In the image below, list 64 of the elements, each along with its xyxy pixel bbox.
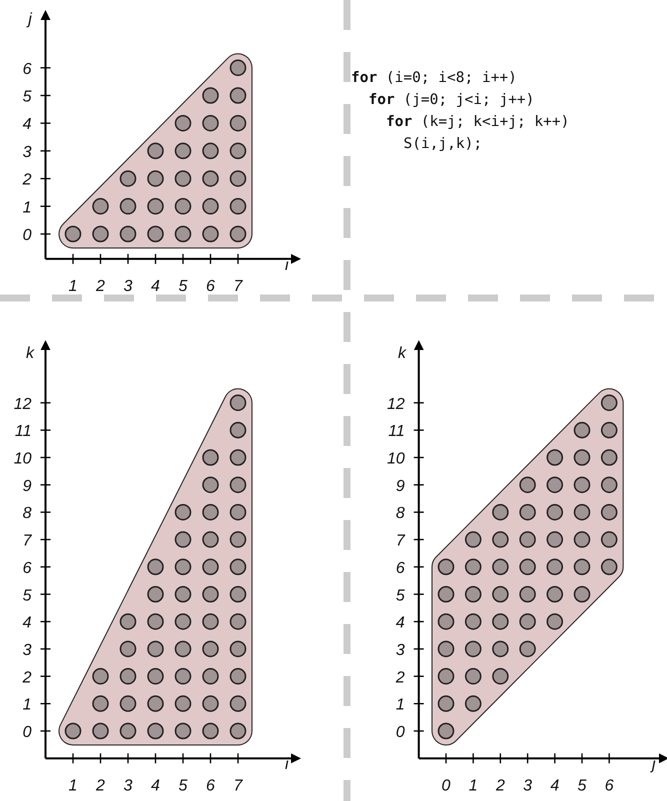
- tick-label: 0: [22, 227, 32, 244]
- tick-label: 10: [387, 450, 405, 468]
- axis-title: k: [26, 345, 34, 362]
- tick-label: 6: [206, 278, 215, 295]
- tick-label: 9: [22, 478, 32, 495]
- tick-label: 10: [14, 450, 32, 468]
- code-line: S(i,j,k);: [404, 135, 482, 154]
- axis-title: k: [398, 345, 406, 362]
- axis-title: j: [652, 756, 656, 773]
- tick-label: 0: [442, 777, 450, 794]
- tick-label: 4: [151, 278, 160, 295]
- tick-label: 5: [578, 777, 586, 794]
- tick-label: 1: [396, 696, 405, 714]
- tick-label: 7: [396, 532, 405, 550]
- tick-label: 5: [178, 278, 188, 295]
- tick-label: 5: [178, 777, 188, 794]
- tick-label: 0: [396, 724, 405, 741]
- tick-label: 8: [22, 505, 32, 522]
- tick-label: 11: [388, 423, 405, 440]
- tick-label: 4: [550, 777, 560, 794]
- tick-label: 1: [22, 696, 32, 714]
- code-line: for (i=0; i<8; i++): [351, 69, 517, 88]
- tick-label: 7: [234, 777, 242, 794]
- tick-label: 8: [396, 505, 405, 522]
- tick-label: 2: [496, 777, 505, 794]
- tick-label: 6: [604, 777, 614, 794]
- tick-label: 7: [22, 532, 32, 550]
- tick-label: 1: [68, 278, 78, 295]
- tick-label: 3: [523, 777, 532, 794]
- tick-label: 3: [124, 777, 132, 794]
- axis-title: j: [28, 11, 32, 28]
- tick-label: 2: [396, 669, 405, 686]
- tick-label: 4: [396, 614, 405, 632]
- tick-label: 4: [22, 614, 32, 632]
- tick-label: 2: [96, 777, 105, 794]
- axis-title: i: [285, 257, 289, 274]
- tick-label: 6: [22, 560, 32, 577]
- tick-label: 9: [396, 478, 405, 495]
- axis-title: i: [285, 756, 289, 773]
- tick-label: 6: [396, 560, 405, 577]
- tick-label: 5: [396, 587, 405, 604]
- tick-label: 4: [22, 116, 32, 134]
- code-line: for (j=0; j<i; j++): [368, 91, 534, 110]
- tick-label: 12: [14, 396, 32, 413]
- tick-label: 1: [68, 777, 78, 794]
- tick-label: 6: [22, 60, 32, 78]
- tick-label: 12: [387, 396, 405, 413]
- tick-label: 2: [22, 669, 32, 686]
- tick-label: 0: [22, 724, 32, 741]
- tick-label: 6: [206, 777, 215, 794]
- tick-label: 3: [22, 642, 32, 659]
- tick-label: 2: [96, 278, 105, 295]
- tick-label: 5: [22, 587, 32, 604]
- tick-label: 11: [14, 423, 32, 440]
- tick-label: 3: [396, 642, 405, 659]
- tick-label: 1: [22, 199, 32, 216]
- tick-label: 4: [151, 777, 160, 794]
- code-line: for (k=j; k<i+j; k++): [386, 113, 570, 132]
- tick-label: 3: [22, 144, 32, 161]
- tick-label: 3: [124, 278, 132, 295]
- tick-label: 5: [22, 88, 32, 106]
- tick-label: 7: [234, 278, 242, 295]
- tick-label: 1: [468, 777, 478, 794]
- tick-label: 2: [22, 172, 32, 189]
